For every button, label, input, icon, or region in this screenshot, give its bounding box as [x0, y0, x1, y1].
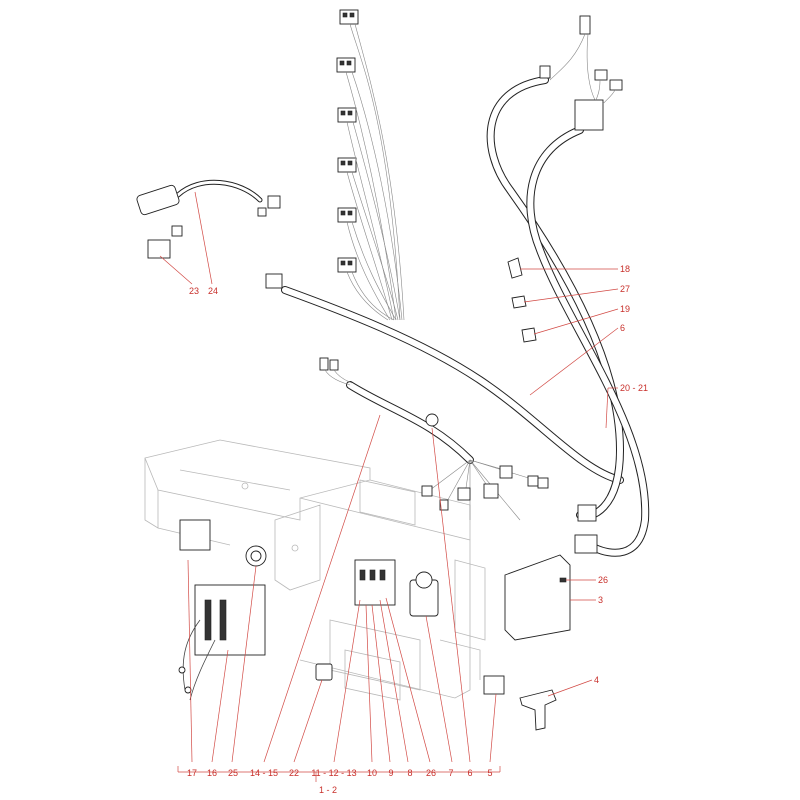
connector-1: [339, 9, 359, 25]
switch-5: [483, 675, 505, 695]
label-26-bottom: 26: [426, 768, 436, 778]
small-connector: [539, 65, 551, 79]
harness-top-connector-stack: [336, 9, 405, 321]
clip-18: [507, 257, 523, 279]
label-9: 9: [388, 768, 393, 778]
label-20-21: 20 - 21: [620, 383, 648, 393]
connector-3: [337, 107, 357, 123]
label-3: 3: [598, 595, 603, 605]
power-cord: [136, 179, 281, 259]
cap-23: [147, 239, 171, 259]
right-connector-a: [577, 504, 597, 522]
label-1-2: 1 - 2: [319, 785, 337, 795]
middle-harness: [319, 357, 549, 521]
clip-19: [521, 327, 537, 343]
connector-6: [337, 257, 357, 273]
label-23: 23: [189, 286, 199, 296]
label-16: 16: [207, 768, 217, 778]
connector-2: [336, 57, 356, 73]
block-22: [315, 663, 333, 681]
grommet: [425, 413, 439, 427]
left-connector: [265, 273, 283, 289]
label-27: 27: [620, 284, 630, 294]
label-17: 17: [187, 768, 197, 778]
label-6-bottom: 6: [467, 768, 472, 778]
leader-lines: [159, 191, 619, 782]
label-24: 24: [208, 286, 218, 296]
label-7: 7: [448, 768, 453, 778]
label-26-right: 26: [598, 575, 608, 585]
label-22: 22: [289, 768, 299, 778]
top-right-connector: [579, 15, 591, 35]
main-harness-tube: [265, 273, 624, 484]
label-10: 10: [367, 768, 377, 778]
enclosure-3: [504, 554, 571, 641]
label-4: 4: [594, 675, 599, 685]
connector-5: [337, 207, 357, 223]
label-11-12-13: 11 - 12 - 13: [311, 768, 356, 778]
label-25: 25: [228, 768, 238, 778]
label-6-right: 6: [620, 323, 625, 333]
part-labels: 17 16 25 14 - 15 22 11 - 12 - 13 10 9 8 …: [187, 264, 648, 795]
plug: [136, 184, 180, 216]
right-connector-b: [574, 534, 598, 554]
filter-block: [179, 519, 211, 551]
right-harness-loops: [486, 15, 650, 557]
label-14-15: 14 - 15: [250, 768, 278, 778]
middle-components: [354, 559, 439, 617]
handle-4: [519, 689, 557, 731]
clip-27: [511, 295, 527, 309]
multi-pin-connector: [574, 99, 604, 131]
terminal-block: [354, 559, 396, 606]
label-18: 18: [620, 264, 630, 274]
label-5: 5: [487, 768, 492, 778]
right-components: [483, 554, 571, 731]
label-19: 19: [620, 304, 630, 314]
connector-4: [337, 157, 357, 173]
label-8: 8: [407, 768, 412, 778]
lower-left-components: [178, 519, 333, 701]
